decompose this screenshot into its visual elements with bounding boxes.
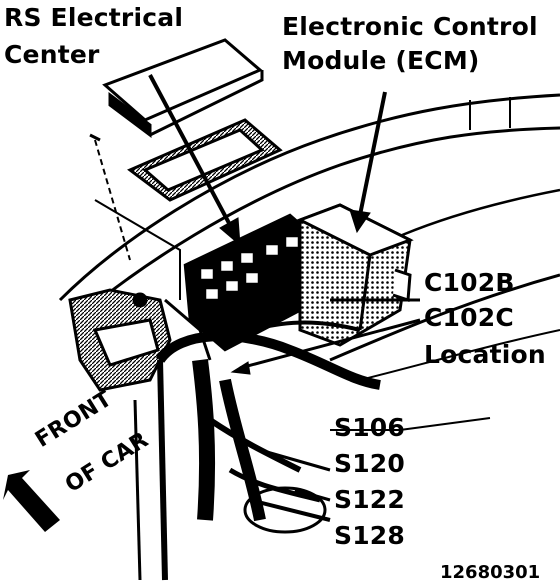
label-s128: S128 <box>334 521 405 550</box>
label-rs-electrical-center-1: RS Electrical <box>4 3 184 32</box>
label-s106: S106 <box>334 413 405 442</box>
label-ecm-2: Module (ECM) <box>282 46 480 75</box>
label-c102c: C102C <box>424 303 514 332</box>
rs-electrical-center-cover <box>89 38 283 300</box>
label-ecm-1: Electronic Control <box>282 12 538 41</box>
label-s122: S122 <box>334 485 405 514</box>
front-of-car-arrow <box>3 470 60 532</box>
label-s120: S120 <box>334 449 405 478</box>
figure-number: 12680301 <box>440 562 541 583</box>
leader-lines <box>148 74 491 502</box>
label-rs-electrical-center-2: Center <box>4 40 100 69</box>
label-c102c-location: Location <box>424 340 546 369</box>
label-c102b: C102B <box>424 268 515 297</box>
ecm-box <box>296 203 414 347</box>
wiring-harness <box>133 320 381 581</box>
strut-tower <box>68 288 212 392</box>
